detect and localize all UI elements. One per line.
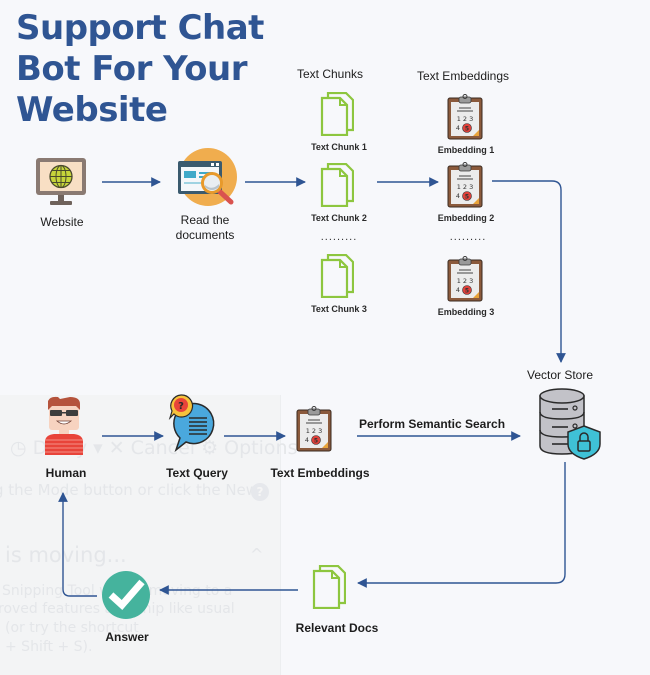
title-line: Support Chat <box>16 8 264 48</box>
svg-text:1 2 3: 1 2 3 <box>457 277 474 285</box>
semantic-search-label: Perform Semantic Search <box>358 417 506 431</box>
ghost-heading: is moving... <box>5 543 127 567</box>
svg-text:5: 5 <box>314 438 318 445</box>
human-avatar-icon <box>45 396 83 455</box>
read-documents-label-line: documents <box>175 228 235 242</box>
title-line: Website <box>16 90 168 130</box>
arrow-answer-to-human <box>58 492 97 597</box>
text-embeddings-header: Text Embeddings <box>416 69 510 83</box>
svg-text:4: 4 <box>456 192 460 200</box>
read-documents-label: Read the documents <box>176 213 235 243</box>
ghost-body-line: (or try the shortcut <box>5 620 139 636</box>
title-line: Bot For Your <box>16 49 248 89</box>
svg-text:5: 5 <box>465 288 469 295</box>
read-documents-label-line: Read the <box>180 213 230 227</box>
text-chunks-header: Text Chunks <box>296 67 364 81</box>
answer-check-icon <box>102 571 150 619</box>
read-documents-icon <box>178 148 237 206</box>
svg-text:4: 4 <box>456 286 460 294</box>
human-label: Human <box>45 466 87 480</box>
embedding-clipboard-icon: 1 2 3 4 5 <box>447 256 483 302</box>
answer-label: Answer <box>105 630 149 644</box>
svg-text:5: 5 <box>465 126 469 133</box>
svg-text:5: 5 <box>465 194 469 201</box>
chevron-up-icon: ^ <box>250 545 264 564</box>
svg-text:4: 4 <box>305 436 309 444</box>
svg-text:1 2 3: 1 2 3 <box>306 427 323 435</box>
text-query-chat-icon: ? <box>168 394 215 453</box>
text-chunk-label: Text Chunk 3 <box>311 304 367 314</box>
embedding-clipboard-icon: 1 2 3 4 5 <box>447 94 483 140</box>
website-label: Website <box>40 215 84 229</box>
text-chunk-document-icon <box>320 163 354 207</box>
svg-text:1 2 3: 1 2 3 <box>457 115 474 123</box>
ghost-body-line: + Shift + S). <box>5 639 93 655</box>
svg-text:?: ? <box>178 401 184 412</box>
arrow-vector-store-to-docs <box>357 462 566 588</box>
vector-store-database-icon <box>539 388 601 460</box>
embedding-label: Embedding 3 <box>437 307 495 317</box>
text-chunk-document-icon <box>320 92 354 136</box>
relevant-docs-label: Relevant Docs <box>295 621 379 635</box>
svg-text:1 2 3: 1 2 3 <box>457 183 474 191</box>
help-icon: ? <box>251 483 269 501</box>
text-chunk-label: Text Chunk 1 <box>311 142 367 152</box>
embedding-label: Embedding 1 <box>437 145 495 155</box>
embedding-clipboard-icon: 1 2 3 4 5 <box>447 162 483 208</box>
query-embedding-clipboard-icon: 1 2 3 4 5 <box>296 406 332 452</box>
svg-text:4: 4 <box>456 124 460 132</box>
text-chunk-label: Text Chunk 2 <box>311 213 367 223</box>
embeddings-ellipsis: ......... <box>449 231 487 243</box>
arrow-embeddings-to-vector-store <box>492 180 566 363</box>
page-title: Support Chat Bot For Your Website <box>16 8 264 131</box>
chunks-ellipsis: ......... <box>320 231 358 243</box>
website-monitor-icon <box>36 158 86 205</box>
text-query-label: Text Query <box>166 466 228 480</box>
relevant-docs-document-icon <box>312 565 346 609</box>
text-chunk-document-icon <box>320 254 354 298</box>
vector-store-label: Vector Store <box>526 368 594 382</box>
text-embeddings-label: Text Embeddings <box>270 466 370 480</box>
embedding-label: Embedding 2 <box>437 213 495 223</box>
